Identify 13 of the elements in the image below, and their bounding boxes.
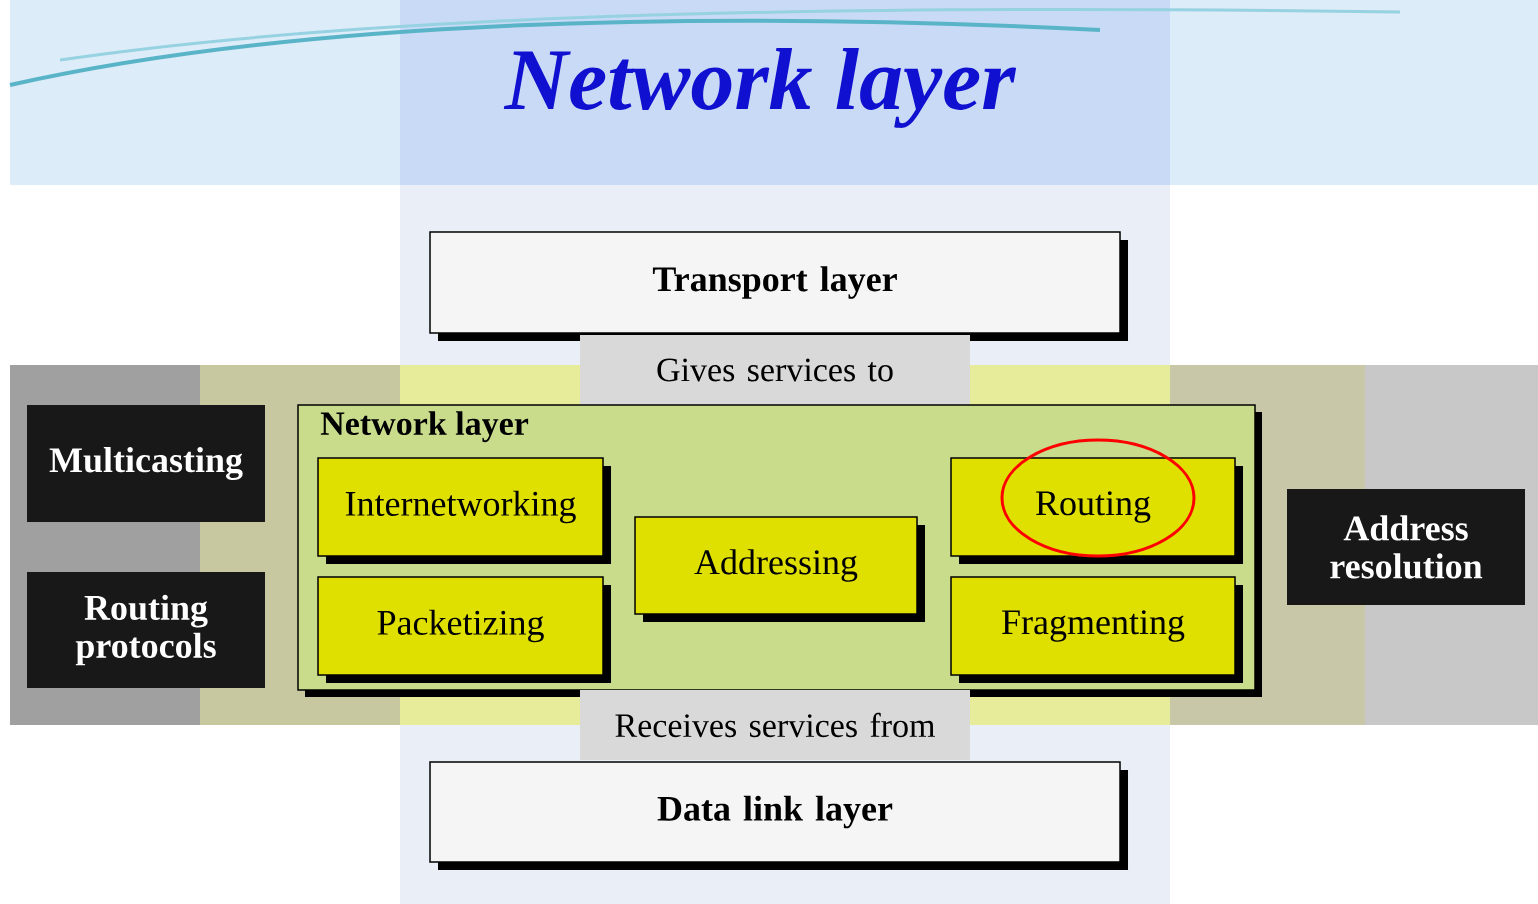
service-band: Receives services from bbox=[580, 690, 970, 760]
function-box: Packetizing bbox=[317, 576, 611, 683]
function-box: Internetworking bbox=[317, 457, 611, 564]
layer-box: Transport layer bbox=[429, 231, 1128, 341]
related-topic-box: Address resolution bbox=[1287, 489, 1525, 605]
function-box: Addressing bbox=[634, 516, 925, 622]
related-topic-box: Routing protocols bbox=[27, 572, 265, 688]
function-box: Routing bbox=[950, 457, 1243, 564]
service-band: Gives services to bbox=[580, 335, 970, 405]
layer-box: Data link layer bbox=[429, 761, 1128, 870]
related-topic-box: Multicasting bbox=[27, 405, 265, 522]
function-box: Fragmenting bbox=[950, 576, 1243, 683]
title: Network layer bbox=[503, 47, 1017, 128]
